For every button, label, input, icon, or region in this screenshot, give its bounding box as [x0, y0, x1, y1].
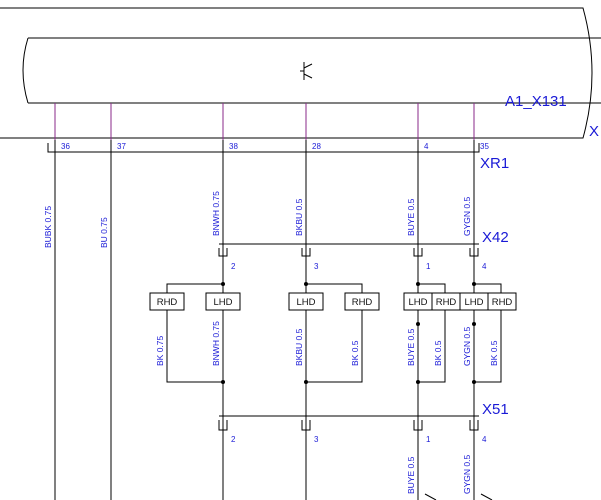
wire-code-bnwh: BNWH 0.75 — [211, 191, 221, 236]
branch-wiring — [166, 256, 502, 420]
pin-38: 38 — [229, 142, 238, 151]
pin-28: 28 — [312, 142, 321, 151]
pin-36: 36 — [61, 142, 70, 151]
pin-4: 4 — [424, 142, 429, 151]
box-lhd — [205, 292, 241, 311]
wire-code-bkbu: BKBU 0.5 — [294, 198, 304, 236]
box-label-lhd: LHD — [408, 297, 427, 308]
connector-body — [22, 37, 601, 104]
connector-label-a1-x131: A1_X131 — [505, 93, 567, 110]
x42-pin-3: 3 — [314, 262, 319, 271]
module-housing — [0, 7, 593, 139]
box-label-lhd: LHD — [296, 297, 315, 308]
x51-pin-3: 3 — [314, 435, 319, 444]
x42-pin-1: 1 — [426, 262, 431, 271]
variant-boxes — [149, 292, 517, 311]
branch-wire-code: BUYE 0.5 — [406, 328, 416, 366]
x42-pin-4: 4 — [482, 262, 487, 271]
box-lhd — [288, 292, 324, 311]
x42-pin-symbols — [218, 248, 479, 257]
edge-label-x: X — [589, 123, 599, 140]
connector-label-x51: X51 — [482, 401, 509, 418]
x51-pin-1: 1 — [426, 435, 431, 444]
branch-wire-code: BKBU 0.5 — [294, 328, 304, 366]
bottom-wire-code-gygn: GYGN 0.5 — [462, 455, 472, 494]
box-label-rhd: RHD — [352, 297, 373, 308]
wire-code-buye: BUYE 0.5 — [406, 198, 416, 236]
connector-label-xr1: XR1 — [480, 155, 509, 172]
branch-wire-code: BK 0.5 — [489, 340, 499, 366]
box-label-rhd: RHD — [492, 297, 513, 308]
x42-pin-2: 2 — [231, 262, 236, 271]
bottom-wires — [222, 430, 493, 500]
box-label-rhd: RHD — [436, 297, 457, 308]
x51-pin-4: 4 — [482, 435, 487, 444]
x51-pin-symbols — [218, 420, 479, 431]
pin-37: 37 — [117, 142, 126, 151]
junction-dots — [221, 282, 476, 384]
pin-35: 35 — [480, 142, 489, 151]
box-rhd — [344, 292, 380, 311]
wire-code-bu: BU 0.75 — [99, 217, 109, 248]
x51-pin-2: 2 — [231, 435, 236, 444]
branch-wire-code: BK 0.5 — [433, 340, 443, 366]
bottom-wire-code-buye: BUYE 0.5 — [406, 456, 416, 494]
branch-wire-code: BK 0.75 — [155, 335, 165, 366]
module-pin-lines — [54, 103, 475, 140]
branch-wire-code: BK 0.5 — [350, 340, 360, 366]
connector-label-x42: X42 — [482, 229, 509, 246]
wire-code-bubk: BUBK 0.75 — [43, 206, 53, 248]
branch-wire-code: GYGN 0.5 — [462, 327, 472, 366]
box-label-lhd: LHD — [464, 297, 483, 308]
box-rhd — [487, 292, 517, 311]
box-rhd — [149, 292, 185, 311]
box-label-lhd: LHD — [213, 297, 232, 308]
transistor-symbol-icon — [300, 62, 313, 80]
wire-code-gygn: GYGN 0.5 — [462, 197, 472, 236]
branch-wire-code: BNWH 0.75 — [211, 321, 221, 366]
main-wires — [54, 140, 475, 500]
xr1-bracket — [47, 143, 480, 153]
box-label-rhd: RHD — [157, 297, 178, 308]
